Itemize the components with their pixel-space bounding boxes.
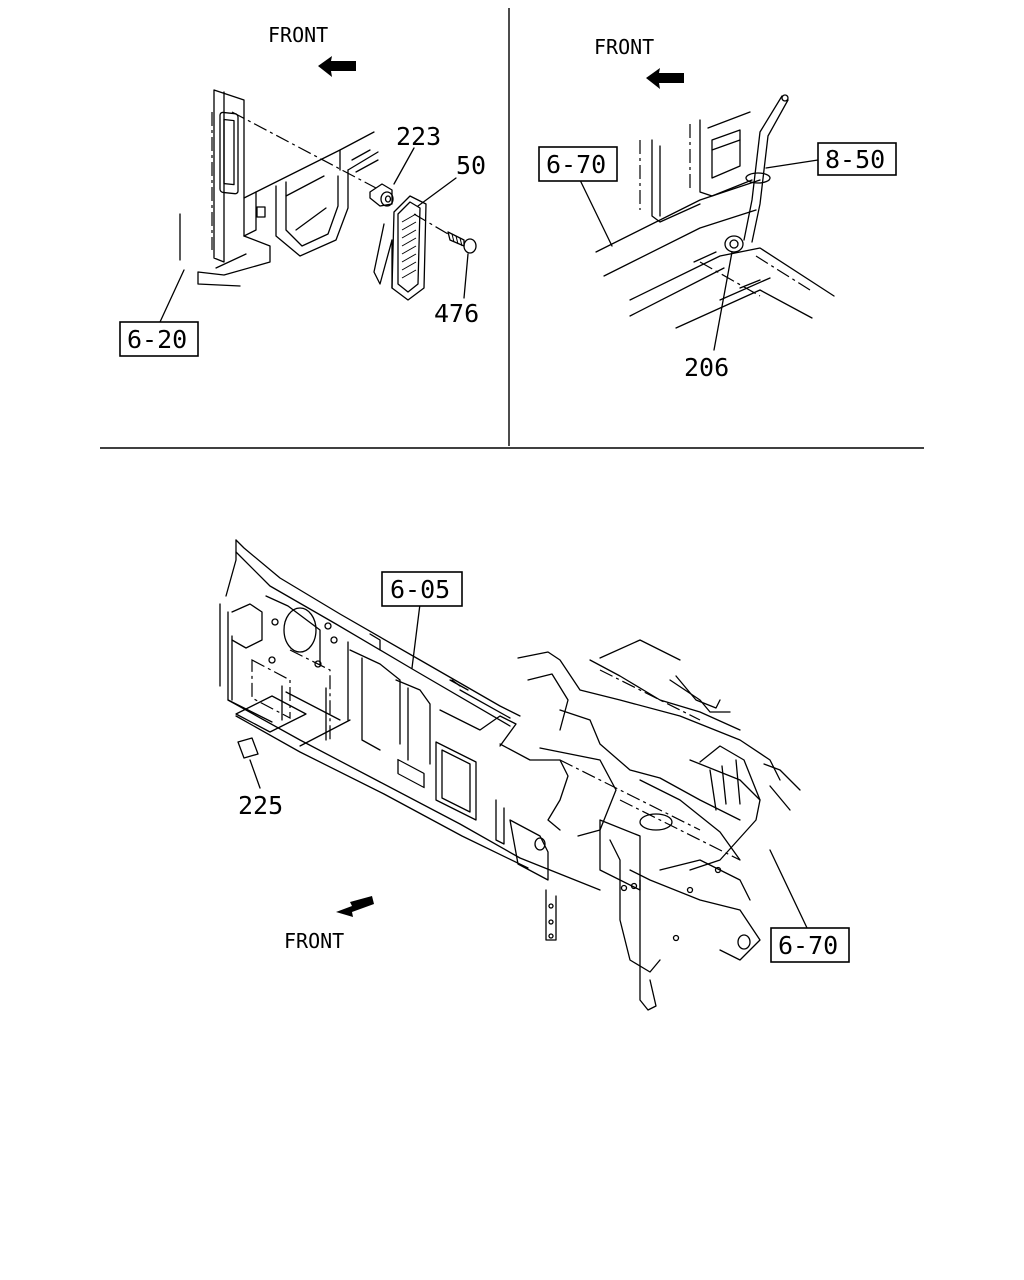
- pad-part-225: [237, 737, 259, 759]
- ref-6-70-label: 6-70: [546, 150, 606, 179]
- ref-box-6-70[interactable]: 6-70: [538, 146, 618, 182]
- leader-50: [417, 177, 457, 207]
- callout-225: 225: [238, 791, 283, 820]
- leader-6-05: [411, 603, 421, 669]
- ref-8-50-label: 8-50: [825, 145, 885, 174]
- leader-225: [249, 759, 261, 789]
- front-arrow-icon: [646, 68, 684, 89]
- ref-box-6-20[interactable]: 6-20: [119, 321, 199, 357]
- panel-top-left: FRONT: [119, 23, 486, 357]
- pillar-panel-drawing: [179, 89, 477, 301]
- screw-part-476: [413, 213, 477, 254]
- louver-part-50: [373, 195, 427, 301]
- front-label: FRONT: [284, 929, 344, 953]
- grommet-part-206: [724, 235, 744, 253]
- front-label: FRONT: [268, 23, 328, 47]
- front-label: FRONT: [594, 35, 654, 59]
- ref-box-6-05[interactable]: 6-05: [381, 571, 463, 607]
- leader-8-50: [765, 159, 819, 169]
- leader-6-20: [159, 269, 185, 323]
- leader-206: [713, 251, 733, 351]
- front-arrow-icon: [318, 56, 356, 77]
- panel-bottom: 6-05 225 6-70 FRONT: [219, 539, 850, 1011]
- ref-6-05-label: 6-05: [390, 575, 450, 604]
- floor-pipe-drawing: [595, 94, 835, 329]
- leader-6-70: [579, 179, 613, 247]
- ref-box-8-50[interactable]: 8-50: [817, 142, 897, 176]
- ref-6-20-label: 6-20: [127, 325, 187, 354]
- panel-top-right: FRONT 6-70: [538, 35, 897, 382]
- callout-206: 206: [684, 353, 729, 382]
- grommet-part-223: [369, 183, 394, 207]
- callout-50: 50: [456, 151, 486, 180]
- leader-6-70-bottom: [769, 849, 809, 931]
- dash-panel-drawing: [219, 539, 801, 1011]
- callout-223: 223: [396, 122, 441, 151]
- leader-476: [463, 253, 469, 299]
- ref-6-70-bottom-label: 6-70: [778, 931, 838, 960]
- callout-476: 476: [434, 299, 479, 328]
- ref-box-6-70-bottom[interactable]: 6-70: [770, 927, 850, 963]
- front-arrow-icon: [336, 896, 374, 917]
- leader-223: [393, 147, 415, 185]
